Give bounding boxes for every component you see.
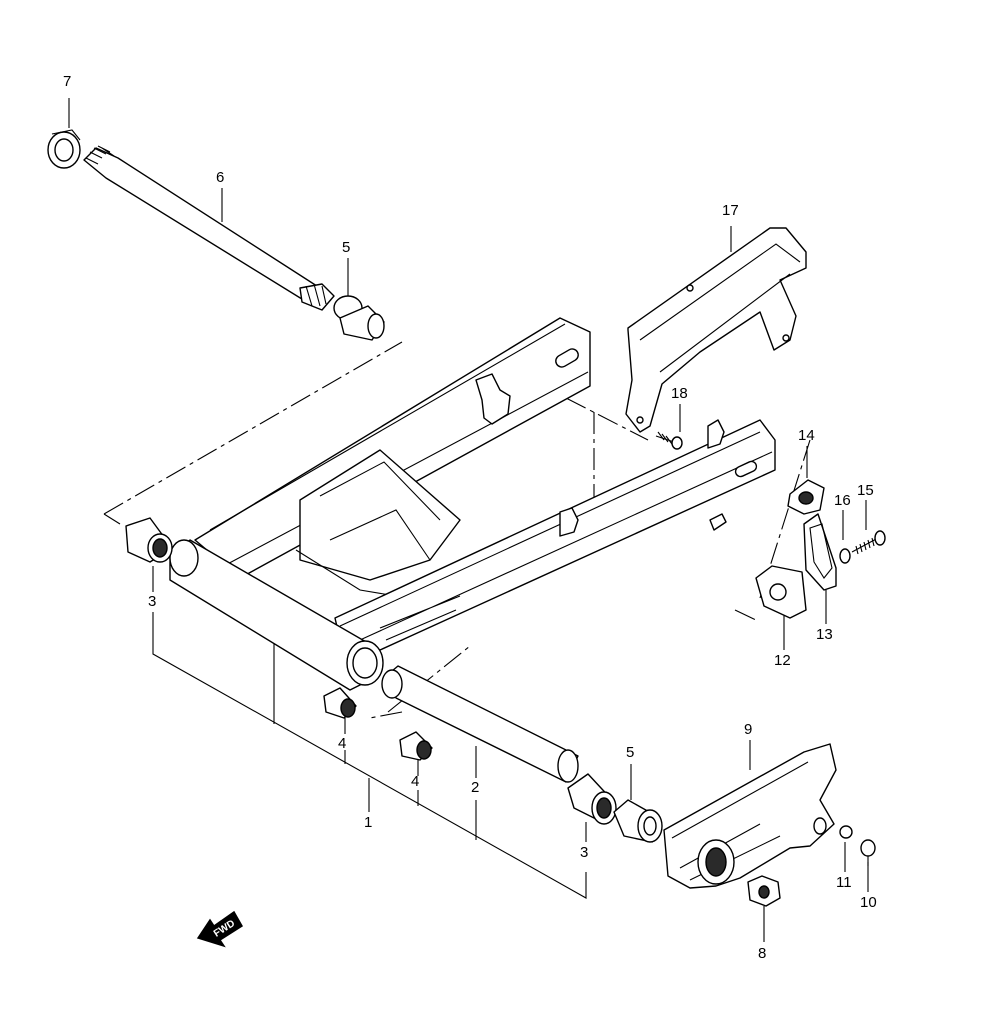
part-16-washer (839, 548, 851, 564)
part-13-chain-adjuster (803, 513, 837, 591)
part-9-chain-guard (663, 743, 837, 889)
part-7-pivot-nut (47, 129, 81, 169)
callout-6: 6 (216, 169, 225, 186)
callout-4: 4 (338, 735, 347, 752)
fwd-arrow: FWD (196, 910, 244, 948)
callout-17: 17 (722, 202, 739, 219)
callout-7: 7 (63, 73, 72, 90)
callout-3: 3 (148, 593, 157, 610)
leader-lines (68, 98, 869, 942)
part-4-needle-bearing-b (399, 731, 433, 761)
callout-14: 14 (798, 427, 815, 444)
callout-18: 18 (671, 385, 688, 402)
part-10-bolt (860, 839, 876, 866)
callout-13: 13 (816, 626, 833, 643)
callout-3: 3 (580, 844, 589, 861)
part-3-bearing-left (125, 517, 173, 563)
part-3-bearing-right (567, 773, 617, 825)
callout-1: 1 (364, 814, 373, 831)
callout-11: 11 (836, 874, 852, 891)
part-12-adjuster-block (755, 565, 807, 619)
callout-2: 2 (471, 779, 480, 796)
part-5-collar-upper (333, 295, 385, 341)
callout-10: 10 (860, 894, 877, 911)
part-6-pivot-shaft (83, 145, 335, 311)
part-15-bolt (851, 530, 886, 555)
callout-16: 16 (834, 492, 851, 509)
part-14-plate (787, 479, 825, 515)
part-11-collar (839, 825, 853, 839)
callout-5: 5 (626, 744, 635, 761)
callout-4: 4 (411, 773, 420, 790)
callout-15: 15 (857, 482, 874, 499)
callout-8: 8 (758, 945, 767, 962)
part-18-screw (655, 431, 683, 450)
part-17-chain-cover (625, 227, 807, 433)
callout-12: 12 (774, 652, 791, 669)
part-4-needle-bearing-a (323, 687, 357, 719)
part-5-collar-lower (613, 799, 663, 843)
part-8-nut (747, 875, 781, 907)
part-2-spacer-tube (381, 665, 579, 783)
callout-9: 9 (744, 721, 753, 738)
part-1-swingarm (169, 317, 776, 691)
callout-5: 5 (342, 239, 351, 256)
